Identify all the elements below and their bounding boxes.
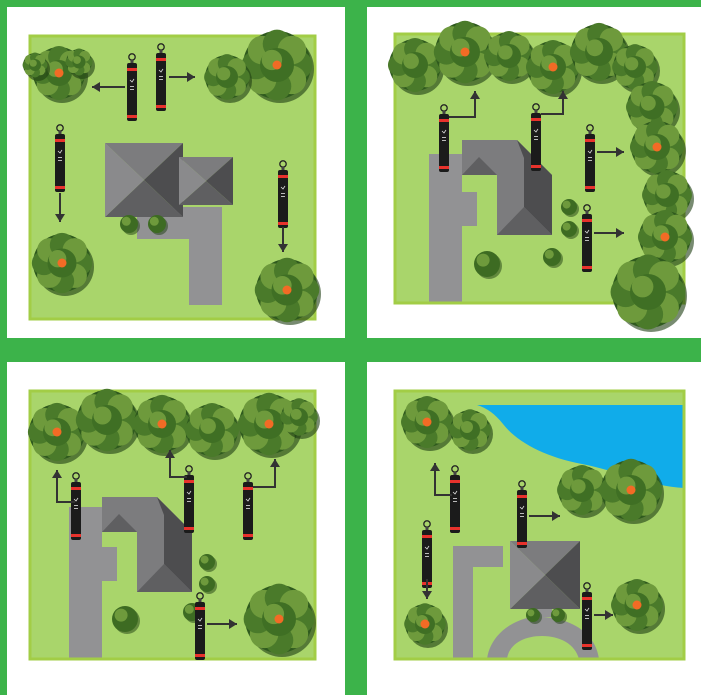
target-dot [661,233,670,242]
repeller-unit [517,481,527,548]
repeller-unit [278,161,288,228]
panel-bottom-right [367,362,701,695]
repeller-unit [582,583,592,650]
target-dot [633,601,642,610]
repeller-unit [71,473,81,540]
target-dot [55,69,64,78]
panel-scene [367,7,701,338]
target-dot [627,486,636,495]
target-dot [265,420,274,429]
repeller-unit [450,466,460,533]
target-dot [53,428,62,437]
target-dot [158,420,167,429]
repeller-unit [55,125,65,192]
panel-top-right [367,7,701,338]
target-dot [283,286,292,295]
panel-scene [7,7,345,338]
target-dot [275,615,284,624]
target-dot [273,61,282,70]
repeller-unit [422,521,432,588]
repeller-unit [156,44,166,111]
house-roof [105,143,183,217]
repeller-unit [184,466,194,533]
repeller-unit [243,473,253,540]
repeller-unit [195,593,205,660]
panel-scene [367,362,701,695]
repeller-unit [582,205,592,272]
repeller-unit [531,104,541,171]
target-dot [461,48,470,57]
panel-bottom-left [7,362,345,695]
target-dot [58,259,67,268]
house-roof [179,157,233,205]
target-dot [653,143,662,152]
target-dot [421,620,430,629]
panel-scene [7,362,345,695]
panel-top-left [7,7,345,338]
target-dot [549,63,558,72]
house-roof [510,541,580,609]
target-dot [423,418,432,427]
repeller-unit [439,105,449,172]
repeller-unit [585,125,595,192]
repeller-unit [127,54,137,121]
